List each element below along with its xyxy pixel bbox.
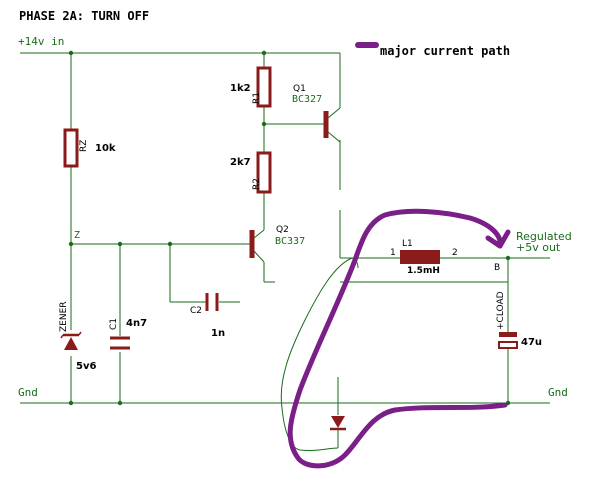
current-path-stroke [287,208,508,469]
l1-pin2: 2 [452,248,458,258]
supply-rail-label: +14v in [18,35,64,48]
cload-value: 47u [521,337,542,348]
capacitor-c1 [110,336,130,350]
q1-part: BC327 [292,94,322,105]
q2-part: BC337 [275,236,305,247]
c1-value: 4n7 [126,318,147,329]
cload-ref: +CLOAD [496,291,506,330]
rz-ref: RZ [79,140,89,152]
node-b-label: B [494,263,500,273]
flyback-diode [330,416,346,431]
output-label-line1: Regulated [516,230,572,243]
components [63,66,272,194]
gnd-left-label: Gnd [18,386,38,399]
resistor-r1 [256,66,272,108]
r2-ref: R2 [252,178,262,190]
output-label-line2: +5v out [516,241,561,254]
gnd-right-label: Gnd [548,386,568,399]
resistor-r2 [256,151,272,194]
zener-ref: ZENER [59,301,69,332]
c2-value: 1n [211,328,225,339]
transistor-q1 [323,107,341,143]
capacitor-cload [498,332,518,349]
current-path-arrowhead [485,229,511,249]
zener-diode [60,331,82,350]
current-path [287,42,511,469]
q1-ref: Q1 [293,84,306,94]
r1-value: 1k2 [230,83,251,94]
c1-ref: C1 [109,318,119,330]
transistor-q2 [249,229,265,263]
legend-label: major current path [380,44,510,58]
l1-value: 1.5mH [407,266,440,276]
capacitor-c2 [205,293,219,311]
rz-value: 10k [95,143,116,154]
junction-dots [68,50,511,406]
wires [20,52,550,452]
l1-pin1: 1 [390,248,396,258]
r2-value: 2k7 [230,157,251,168]
resistor-rz [63,128,79,168]
diagram-title: PHASE 2A: TURN OFF [19,9,149,23]
l1-ref: L1 [402,239,413,249]
zener-value: 5v6 [76,361,96,372]
r1-ref: R1 [252,92,262,104]
q2-ref: Q2 [276,225,289,235]
node-z-label: Z [74,230,80,241]
inductor-l1 [400,250,440,264]
c2-ref: C2 [190,306,202,316]
